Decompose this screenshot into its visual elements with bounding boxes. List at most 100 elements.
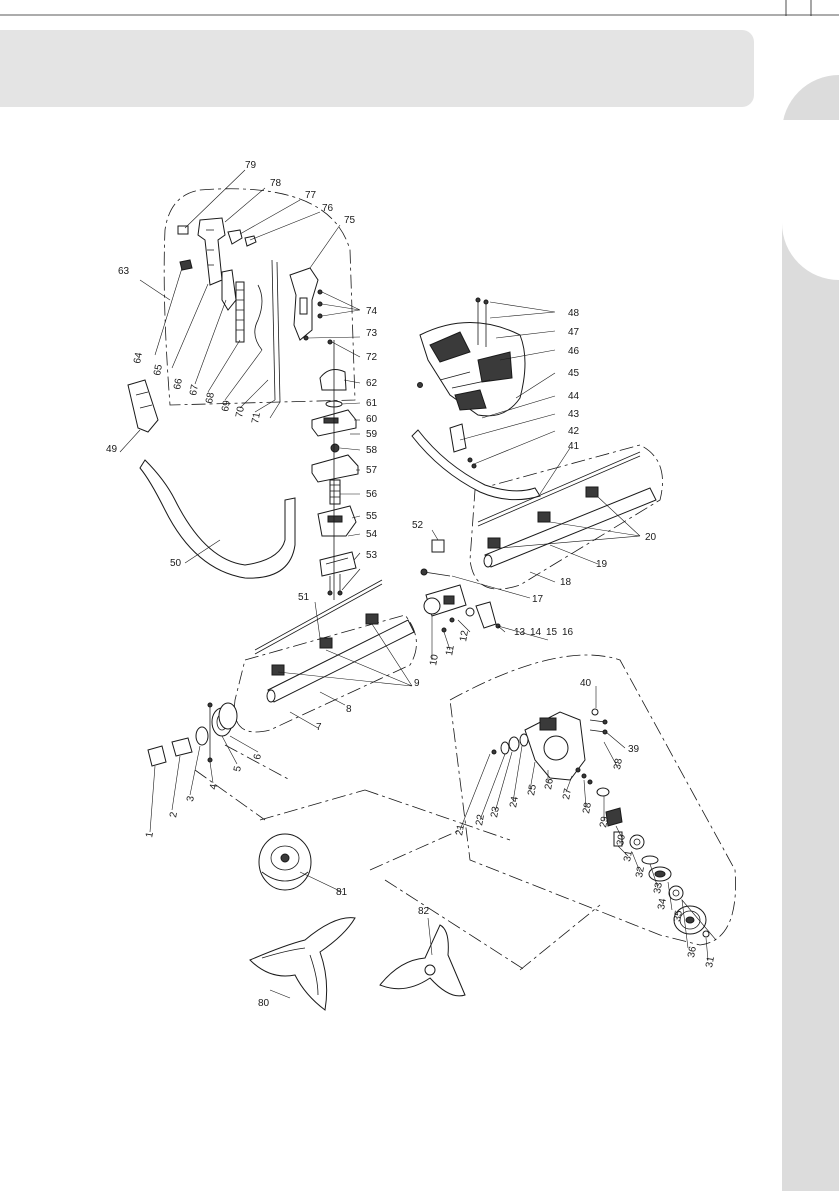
- label-26: 26: [543, 777, 556, 790]
- label-47: 47: [568, 327, 580, 338]
- label-36: 36: [686, 945, 699, 958]
- label-55: 55: [366, 511, 378, 522]
- label-11: 11: [444, 644, 457, 657]
- label-40: 40: [580, 678, 592, 689]
- cutting-head-nut: [703, 931, 709, 937]
- label-64: 64: [132, 351, 145, 364]
- handle-spring: [236, 282, 244, 342]
- label-27: 27: [561, 787, 574, 800]
- label-13: 13: [514, 627, 526, 638]
- label-16: 16: [562, 627, 574, 638]
- label-20: 20: [645, 532, 657, 543]
- label-44: 44: [568, 391, 580, 402]
- gearbox-group-outline: [450, 655, 736, 945]
- label-2: 2: [168, 811, 180, 819]
- label-63: 63: [118, 266, 130, 277]
- label-39: 39: [628, 744, 640, 755]
- metal-blade: [380, 925, 465, 996]
- trimmer-head: [259, 834, 311, 890]
- stack-flange: [312, 455, 358, 482]
- label-3: 3: [185, 795, 197, 803]
- gearbox-bolts: [590, 709, 607, 734]
- label-61: 61: [366, 398, 378, 409]
- label-53: 53: [366, 550, 378, 561]
- label-38: 38: [612, 757, 625, 770]
- stack-spring: [330, 480, 340, 504]
- label-81: 81: [336, 887, 348, 898]
- label-77: 77: [305, 190, 317, 201]
- label-32: 32: [634, 865, 647, 878]
- label-71: 71: [250, 411, 263, 424]
- label-72: 72: [366, 352, 378, 363]
- end-bolt: [208, 703, 212, 762]
- leader-lines: [120, 170, 716, 998]
- label-59: 59: [366, 429, 378, 440]
- label-58: 58: [366, 445, 378, 456]
- end-ring: [196, 727, 208, 745]
- label-5: 5: [232, 765, 244, 773]
- label-78: 78: [270, 178, 282, 189]
- label-14: 14: [530, 627, 542, 638]
- label-18: 18: [560, 577, 572, 588]
- stack-bolts: [328, 574, 342, 595]
- label-9: 9: [414, 678, 420, 689]
- label-76: 76: [322, 203, 334, 214]
- label-41: 41: [568, 441, 580, 452]
- part-labels: 79 78 77 76 75 74 73 72 63 64 65 66 67 6…: [106, 160, 717, 1009]
- end-flange: [219, 703, 237, 729]
- gearbox-cap: [669, 886, 683, 900]
- lower-tube: [267, 620, 414, 702]
- shaft-coupling: [424, 585, 466, 616]
- end-clamp: [148, 746, 166, 766]
- handle-left-half: [198, 218, 225, 285]
- label-70: 70: [234, 405, 247, 418]
- label-56: 56: [366, 489, 378, 500]
- label-22: 22: [474, 813, 487, 826]
- label-65: 65: [152, 363, 165, 376]
- label-74: 74: [366, 306, 378, 317]
- label-52: 52: [412, 520, 424, 531]
- stack-base: [320, 552, 356, 576]
- throttle-trigger: [228, 230, 242, 244]
- label-15: 15: [546, 627, 558, 638]
- label-23: 23: [489, 805, 502, 818]
- stack-cover: [320, 370, 346, 390]
- label-79: 79: [245, 160, 257, 171]
- label-69: 69: [220, 399, 233, 412]
- gearbox-cup: [649, 867, 671, 881]
- plastic-blade: [250, 918, 355, 1010]
- label-54: 54: [366, 529, 378, 540]
- label-75: 75: [344, 215, 356, 226]
- loop-handle-grip: [128, 380, 158, 432]
- label-28: 28: [581, 801, 594, 814]
- label-57: 57: [366, 465, 378, 476]
- label-45: 45: [568, 368, 580, 379]
- label-48: 48: [568, 308, 580, 319]
- label-49: 49: [106, 444, 118, 455]
- end-sleeve: [172, 738, 192, 756]
- guard-bracket: [450, 424, 476, 468]
- label-8: 8: [346, 704, 352, 715]
- label-21: 21: [454, 823, 467, 836]
- label-46: 46: [568, 346, 580, 357]
- label-33: 33: [652, 881, 665, 894]
- label-34: 34: [656, 897, 669, 910]
- loop-handle-bar: [140, 460, 295, 578]
- label-24: 24: [508, 795, 521, 808]
- label-10: 10: [428, 653, 441, 666]
- label-7: 7: [316, 722, 322, 733]
- label-25: 25: [526, 783, 539, 796]
- accessory-leader-lines: [195, 745, 600, 970]
- stack-housing: [318, 506, 356, 536]
- label-60: 60: [366, 414, 378, 425]
- label-42: 42: [568, 426, 580, 437]
- stack-nut: [331, 444, 339, 452]
- switch-button: [178, 226, 188, 234]
- coupling-bolt-17: [421, 569, 450, 576]
- label-17: 17: [532, 594, 544, 605]
- coupling-knob: [466, 602, 496, 628]
- label-6: 6: [252, 753, 264, 761]
- label-68: 68: [204, 391, 217, 404]
- label-19: 19: [596, 559, 608, 570]
